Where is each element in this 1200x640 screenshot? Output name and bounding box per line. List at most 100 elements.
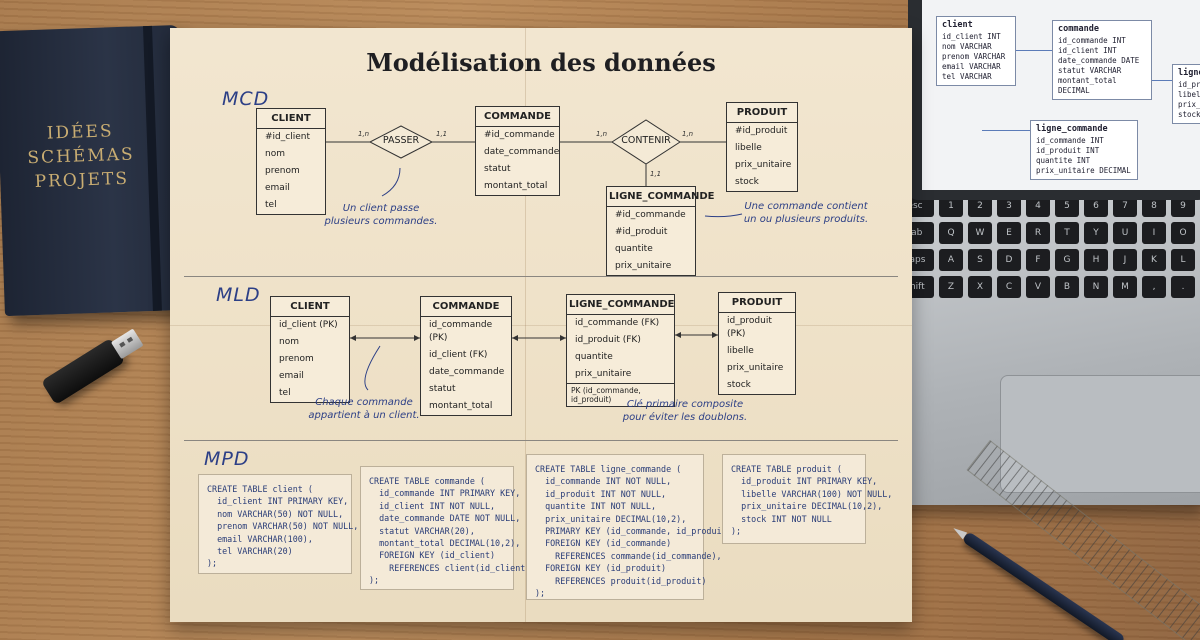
field-item: statut VARCHAR <box>1058 66 1122 75</box>
field-item: email <box>265 183 290 193</box>
keyboard-key: 6 <box>1084 195 1108 217</box>
field-item: libelle <box>727 346 754 356</box>
section-label-mcd: MCD <box>222 88 270 110</box>
sql-line: id_produit INT NOT NULL, <box>535 488 667 499</box>
keyboard-key: I <box>1142 222 1166 244</box>
keyboard-key: 5 <box>1055 195 1079 217</box>
annotation-line: Chaque commande <box>315 397 413 408</box>
annotation-line: pour éviter les doublons. <box>622 412 748 423</box>
section-label-mpd: MPD <box>204 448 250 470</box>
composite-primary-key: PK (id_commande, id_produit) <box>567 383 674 406</box>
field-item: id_client (PK) <box>279 320 338 330</box>
field-item: prix_unitaire <box>1178 100 1200 109</box>
field-item: id_produit (PK) <box>727 316 772 339</box>
sql-line: date_commande DATE NOT NULL, <box>369 513 521 524</box>
screen-table-name: commande <box>1058 24 1099 34</box>
paper-fold <box>525 28 526 622</box>
sql-line: CREATE TABLE client ( <box>207 484 313 494</box>
entity-name: CLIENT <box>271 297 349 317</box>
keyboard-key: D <box>997 249 1021 271</box>
screen-table-produit: ligne_produit id_produit INTlibelle VARC… <box>1172 64 1200 124</box>
screen-table-name: client <box>942 20 973 30</box>
field-item: id_client (FK) <box>429 350 488 360</box>
keyboard-key: G <box>1055 249 1079 271</box>
keyboard-key: 7 <box>1113 195 1137 217</box>
field-item: nom <box>279 337 299 347</box>
keyboard-key: T <box>1055 222 1079 244</box>
keyboard-key: Q <box>939 222 963 244</box>
keyboard-key: H <box>1084 249 1108 271</box>
sql-line: PRIMARY KEY (id_commande, id_produit), <box>535 526 737 537</box>
keyboard-key: F <box>1026 249 1050 271</box>
cardinality-label: 1,1 <box>650 170 662 178</box>
mcd-annotation-client: Un client passe plusieurs commandes. <box>316 202 446 228</box>
mcd-note1-pointer <box>381 167 401 197</box>
notebook-title-line: PROJETS <box>34 168 130 193</box>
sql-line: statut VARCHAR(20), <box>369 525 475 536</box>
field-item: id_produit (FK) <box>575 335 641 345</box>
keyboard-key: B <box>1055 276 1079 298</box>
arrow-head <box>560 335 566 341</box>
field-item: prix_unitaire <box>615 261 672 271</box>
field-item: libelle VARCHAR <box>1178 90 1200 99</box>
entity-name: CLIENT <box>257 109 325 129</box>
keyboard-key: S <box>968 249 992 271</box>
field-item: prix_unitaire DECIMAL <box>1036 166 1131 175</box>
mcd-relation-passer: PASSER <box>382 135 420 146</box>
keyboard-key: L <box>1171 249 1195 271</box>
arrow-head <box>350 335 356 341</box>
entity-name: COMMANDE <box>421 297 511 317</box>
arrow-head <box>712 332 718 338</box>
entity-name: COMMANDE <box>476 107 559 127</box>
field-item: id_produit INT <box>1178 80 1200 89</box>
keyboard-key: J <box>1113 249 1137 271</box>
usb-stick <box>37 316 154 412</box>
sql-line: CREATE TABLE ligne_commande ( <box>535 464 682 474</box>
sql-line: id_commande INT NOT NULL, <box>535 476 672 487</box>
sql-line: CREATE TABLE commande ( <box>369 476 485 486</box>
sql-line: id_commande INT PRIMARY KEY, <box>369 488 521 499</box>
annotation-line: Clé primaire composite <box>626 399 744 410</box>
sql-line: FOREIGN KEY (id_commande) <box>535 538 672 549</box>
section-divider <box>184 276 898 277</box>
sql-line: ); <box>207 558 218 569</box>
field-item: montant_total <box>429 401 493 411</box>
screen-table-name: ligne_produit <box>1178 68 1200 78</box>
field-item: prix_unitaire <box>575 369 632 379</box>
screen-table-name: ligne_commande <box>1036 124 1108 134</box>
screen-relation-line <box>1152 80 1172 81</box>
entity-fields: id_commande (PK)id_client (FK)date_comma… <box>421 317 511 415</box>
sql-create-commande: CREATE TABLE commande ( id_commande INT … <box>360 466 530 590</box>
annotation-line: Un client passe <box>342 203 420 214</box>
mcd-relation-passer-shape <box>368 125 434 159</box>
field-item: stock INT <box>1178 110 1200 119</box>
sql-line: CREATE TABLE produit ( <box>731 464 842 474</box>
field-item: quantite INT <box>1036 156 1091 165</box>
sql-line: quantite INT NOT NULL, <box>535 501 657 512</box>
field-item: tel <box>265 200 277 210</box>
diagram-connectors <box>326 119 743 391</box>
sql-line: FOREIGN KEY (id_client) <box>369 550 496 561</box>
cardinality-label: 1,n <box>682 130 694 138</box>
cardinality-label: 1,1 <box>436 130 448 138</box>
field-item: nom <box>265 149 285 159</box>
field-item: statut <box>429 384 456 394</box>
cardinality-label: 1,n <box>358 130 370 138</box>
field-item: tel <box>279 388 291 398</box>
mld-note1-pointer <box>364 345 381 391</box>
field-item: prenom <box>265 166 300 176</box>
section-divider <box>184 440 898 441</box>
sql-line: prix_unitaire DECIMAL(10,2), <box>731 501 883 512</box>
field-item: prix_unitaire <box>735 160 792 170</box>
